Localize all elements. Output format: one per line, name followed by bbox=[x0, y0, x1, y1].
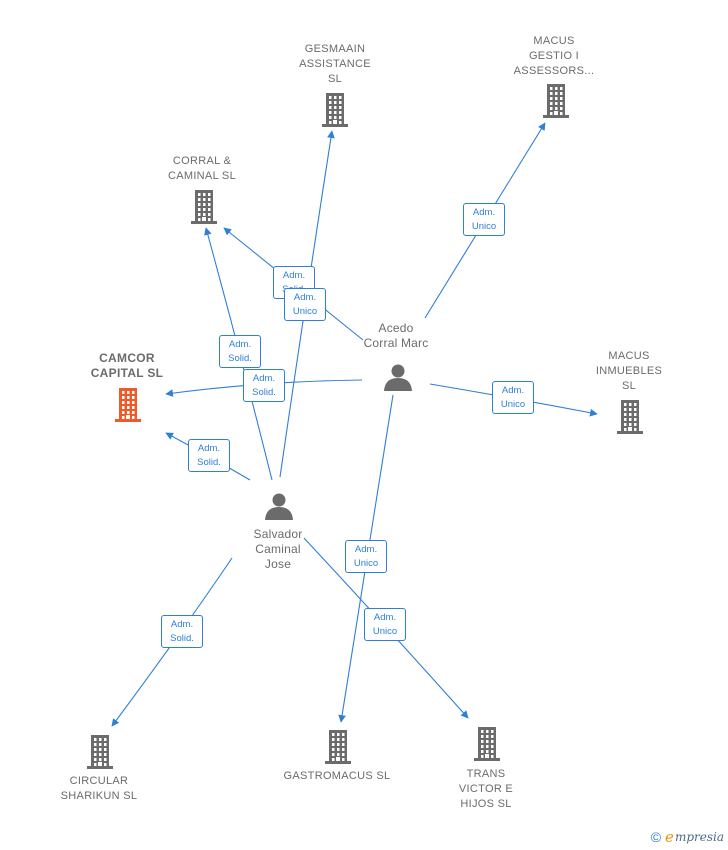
node-label-corral_caminal[interactable]: CORRAL & CAMINAL SL bbox=[167, 155, 236, 182]
person-icon[interactable] bbox=[384, 364, 412, 392]
edge-role-badge[interactable]: Adm. Unico bbox=[284, 288, 326, 321]
edge-role-badge[interactable]: Adm. Solid. bbox=[188, 439, 230, 472]
company-building-icon[interactable] bbox=[191, 190, 217, 224]
edge-role-badge[interactable]: Adm. Unico bbox=[463, 203, 505, 236]
footer-brand[interactable]: © e mpresia bbox=[651, 828, 724, 846]
company-building-icon[interactable] bbox=[325, 730, 351, 764]
company-building-icon[interactable] bbox=[87, 735, 113, 769]
company-building-icon[interactable] bbox=[474, 727, 500, 761]
company-building-icon[interactable] bbox=[617, 400, 643, 434]
company-building-icon[interactable] bbox=[322, 93, 348, 127]
node-label-salvador[interactable]: Salvador Caminal Jose bbox=[253, 527, 303, 571]
brand-logo-e: e bbox=[665, 828, 674, 846]
edge-role-badge[interactable]: Adm. Unico bbox=[492, 381, 534, 414]
person-icon[interactable] bbox=[265, 493, 293, 521]
edge-role-badge[interactable]: Adm. Solid. bbox=[243, 369, 285, 402]
node-label-trans[interactable]: TRANS VICTOR E HIJOS SL bbox=[458, 768, 514, 810]
edge-role-badge[interactable]: Adm. Solid. bbox=[219, 335, 261, 368]
node-label-camcor[interactable]: CAMCOR CAPITAL SL bbox=[90, 351, 164, 380]
node-label-gastromacus[interactable]: GASTROMACUS SL bbox=[283, 770, 391, 782]
brand-logo-text: mpresia bbox=[674, 830, 724, 844]
node-label-macus_inmuebles[interactable]: MACUS INMUEBLES SL bbox=[595, 350, 663, 392]
edge-role-badge[interactable]: Adm. Unico bbox=[345, 540, 387, 573]
icon-layer bbox=[87, 84, 643, 769]
highlighted-company-building-icon[interactable] bbox=[115, 388, 141, 422]
company-building-icon[interactable] bbox=[543, 84, 569, 118]
edge-role-badge[interactable]: Adm. Solid. bbox=[161, 615, 203, 648]
edge-role-badge[interactable]: Adm. Unico bbox=[364, 608, 406, 641]
node-label-acedo[interactable]: Acedo Corral Marc bbox=[363, 321, 429, 350]
node-label-gesmaain[interactable]: GESMAAIN ASSISTANCE SL bbox=[299, 43, 371, 85]
copyright-symbol: © bbox=[650, 829, 662, 845]
node-label-macus_gestio[interactable]: MACUS GESTIO I ASSESSORS... bbox=[513, 35, 595, 77]
node-label-circular[interactable]: CIRCULAR SHARIKUN SL bbox=[60, 775, 138, 802]
